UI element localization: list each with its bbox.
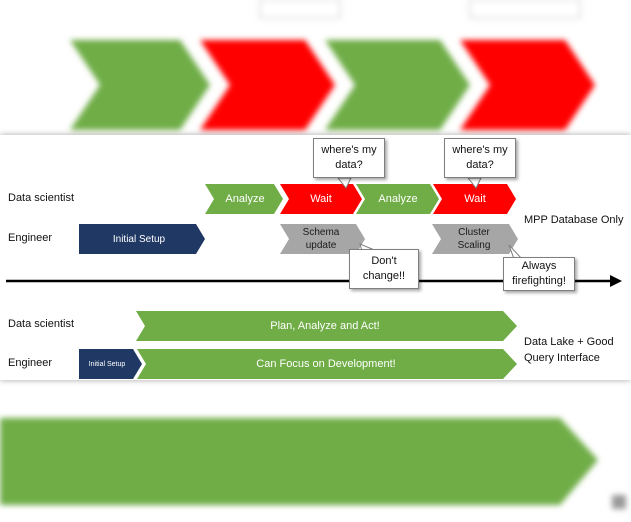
bottom-data-scientist-label: Data scientist xyxy=(8,318,75,330)
wait-label-2: Wait xyxy=(464,192,486,205)
analyze-label-2: Analyze xyxy=(378,192,418,205)
bottom-engineer-label: Engineer xyxy=(8,357,53,369)
focus-development-bar xyxy=(137,349,517,379)
bottom-initial-setup-label: Initial Setup xyxy=(88,360,126,368)
analyze-chevron-2 xyxy=(356,184,439,214)
schema-update-label: Schema update xyxy=(302,227,340,251)
dont-change-callout: Don't change!! xyxy=(349,249,419,289)
callout-pointer-2 xyxy=(466,177,482,189)
data-lake-label: Data Lake + Good Query Interface xyxy=(524,336,614,364)
diagram-slide: Data scientist Engineer Analyze Wait Ana… xyxy=(0,135,631,380)
cluster-scaling-chevron xyxy=(432,224,518,254)
initial-setup-arrow xyxy=(79,224,205,254)
where-is-my-data-callout-2: where's my data? xyxy=(444,138,516,178)
callout-pointer-1 xyxy=(336,177,352,189)
mpp-database-only-label: MPP Database Only xyxy=(524,214,624,226)
analyze-label-1: Analyze xyxy=(225,192,265,205)
always-firefighting-callout: Always firefighting! xyxy=(503,257,575,291)
plan-analyze-act-bar xyxy=(136,311,517,341)
diagram-shapes xyxy=(6,177,622,379)
plan-analyze-act-label: Plan, Analyze and Act! xyxy=(270,319,380,332)
bottom-initial-setup-arrow xyxy=(79,349,142,379)
cluster-scaling-label: Cluster Scaling xyxy=(457,227,491,251)
top-engineer-label: Engineer xyxy=(8,232,53,244)
wait-chevron-2 xyxy=(433,184,516,214)
timeline-arrowhead xyxy=(610,275,622,287)
focus-development-label: Can Focus on Development! xyxy=(256,357,396,370)
wait-chevron-1 xyxy=(280,184,362,214)
analyze-chevron-1 xyxy=(205,184,283,214)
wait-label-1: Wait xyxy=(310,192,332,205)
initial-setup-label: Initial Setup xyxy=(112,233,166,245)
top-data-scientist-label: Data scientist xyxy=(8,192,75,204)
schema-update-chevron xyxy=(280,224,365,254)
where-is-my-data-callout-1: where's my data? xyxy=(313,138,385,178)
